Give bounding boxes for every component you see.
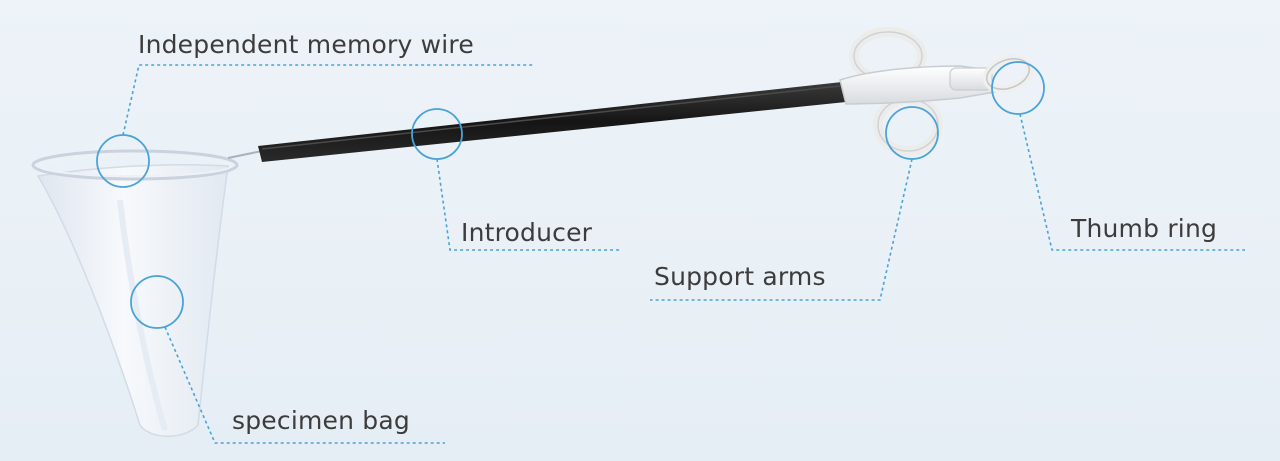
specimen-bag: [36, 163, 229, 437]
memory-wire-rim: [31, 149, 263, 181]
label-memory-wire: Independent memory wire: [138, 30, 474, 59]
callout-specimen-bag: [130, 275, 445, 444]
introducer-shaft: [258, 82, 846, 162]
label-support-arms: Support arms: [654, 262, 826, 291]
callout-introducer: [411, 108, 620, 251]
callout-memory-wire: [96, 64, 535, 188]
label-introducer: Introducer: [461, 218, 593, 247]
handle: [839, 27, 1034, 156]
label-thumb-ring: Thumb ring: [1071, 214, 1218, 243]
label-specimen-bag: specimen bag: [232, 406, 410, 435]
callout-thumb-ring: [991, 61, 1245, 251]
callout-support-arms: [650, 106, 939, 301]
